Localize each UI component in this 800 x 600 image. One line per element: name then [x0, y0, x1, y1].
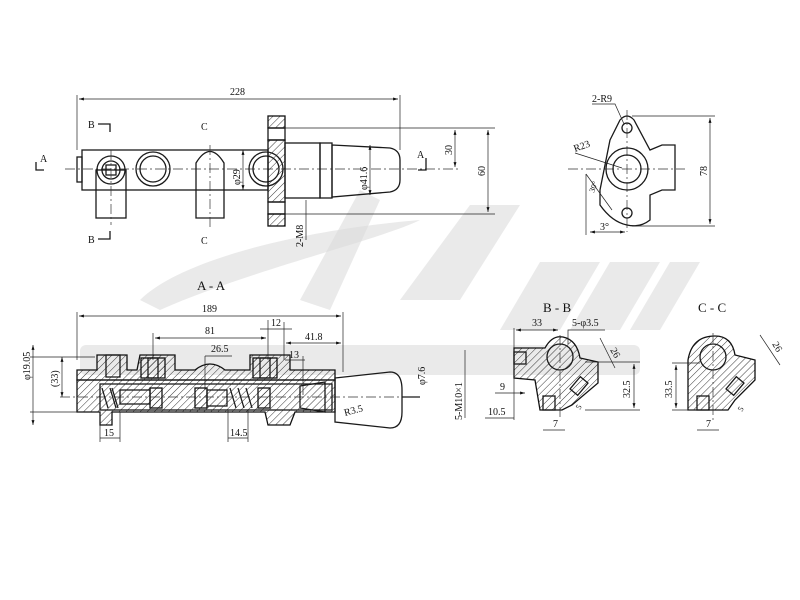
top-view: 228 φ29 φ41.6 30 [35, 87, 495, 247]
dim-9: 9 [500, 382, 505, 393]
r-3-5: R3.5 [343, 403, 364, 419]
dim-32-5: 32.5 [622, 381, 633, 399]
dim-5-cc: 5 [736, 405, 746, 413]
section-mark-b-top: B [88, 120, 95, 131]
dim-41-8: 41.8 [305, 332, 323, 343]
dim-26-5: 26.5 [211, 344, 229, 355]
dim-7-cc: 7 [706, 419, 711, 430]
dim-189: 189 [202, 304, 217, 315]
section-mark-c-top: C [201, 122, 208, 133]
thread-2-m8: 2-M8 [295, 225, 306, 247]
section-mark-a-right: A [417, 150, 425, 161]
dim-15: 15 [104, 428, 114, 439]
dim-81: 81 [205, 326, 215, 337]
dim-10-5: 10.5 [488, 407, 506, 418]
section-b-b: B - B 33 5-φ3.5 26 32.5 5 9 10.5 5-M10×1… [454, 300, 640, 431]
section-mark-a-left: A [40, 154, 48, 165]
dia-29: φ29 [232, 169, 243, 185]
section-bb-title: B - B [543, 300, 572, 315]
dim-7-bb: 7 [553, 419, 558, 430]
dim-33-5: 33.5 [664, 381, 675, 399]
dim-60: 60 [477, 166, 488, 176]
dim-5-bb: 5 [574, 403, 584, 411]
dim-30: 30 [444, 145, 455, 155]
dia-7-6: φ7.6 [417, 367, 428, 385]
dim-26-cc: 26 [769, 340, 784, 354]
dim-33-ref: (33) [50, 370, 61, 387]
dim-228: 228 [230, 87, 245, 98]
section-cc-title: C - C [698, 300, 726, 315]
label-2-r9: 2-R9 [592, 94, 612, 105]
label-3deg: 3° [600, 222, 609, 233]
label-30deg: 30° [587, 180, 599, 194]
holes-5-dia-3-5: 5-φ3.5 [572, 318, 599, 329]
section-c-c: C - C 33.5 26 5 7 [664, 300, 784, 431]
label-r23: R23 [572, 139, 591, 155]
dim-13: 13 [289, 350, 299, 361]
thread-5-m10x1: 5-M10×1 [454, 382, 465, 420]
dim-12: 12 [271, 318, 281, 329]
dia-41-6: φ41.6 [359, 167, 370, 190]
section-mark-c-bottom: C [201, 236, 208, 247]
dia-19-05: φ19.05 [22, 352, 33, 380]
section-aa-title: A - A [197, 278, 226, 293]
end-view: 78 2-R9 R23 30° 3° [568, 94, 715, 235]
dim-14-5: 14.5 [230, 428, 248, 439]
dim-78: 78 [699, 166, 710, 176]
dim-33: 33 [532, 318, 542, 329]
dim-26: 26 [607, 346, 622, 360]
section-mark-b-bottom: B [88, 235, 95, 246]
section-a-a: A - A 189 81 12 41.8 26.5 13 [22, 278, 428, 442]
watermark-logo [80, 190, 700, 375]
